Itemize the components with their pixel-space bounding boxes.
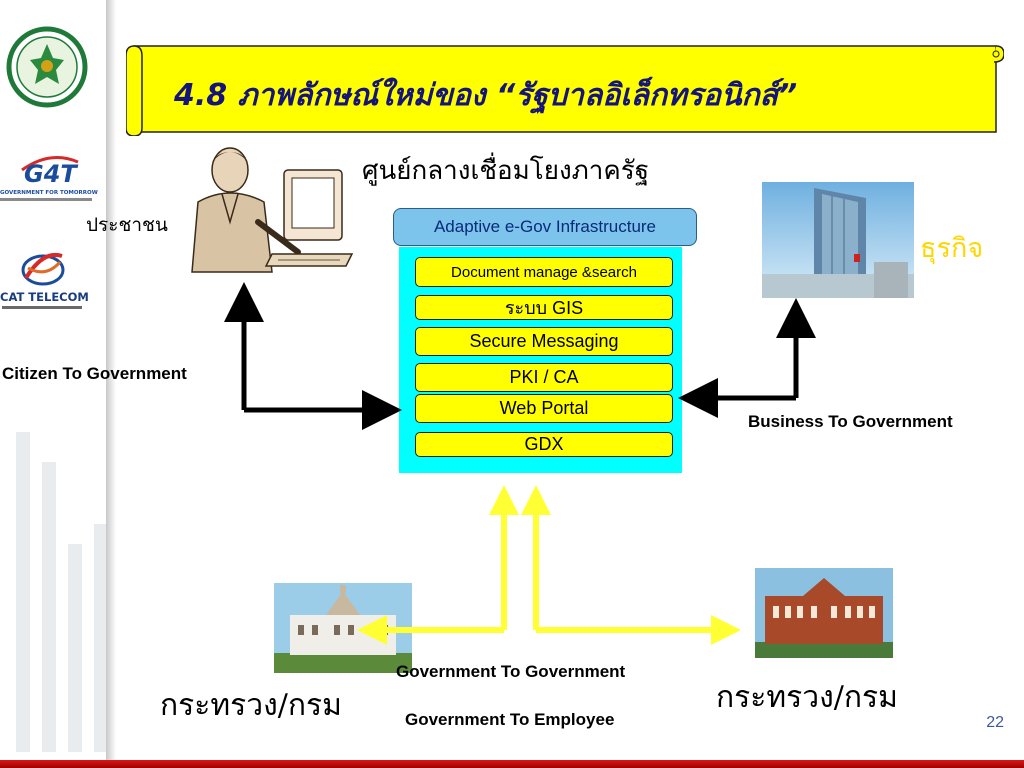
footer-stripe — [0, 760, 1024, 768]
infrastructure-header: Adaptive e-Gov Infrastructure — [393, 208, 697, 246]
g4t-tagline: GOVERNMENT FOR TOMORROW — [0, 190, 98, 196]
cat-telecom-logo: CAT TELECOM — [0, 248, 100, 318]
cat-logo-text: CAT TELECOM — [0, 290, 89, 304]
decorative-bar — [94, 524, 108, 752]
page-number: 22 — [986, 714, 1004, 731]
service-pki-ca: PKI / CA — [415, 363, 673, 392]
c2g-label: Citizen To Government — [2, 364, 187, 383]
g4t-logo: G4T GOVERNMENT FOR TOMORROW — [0, 150, 100, 210]
decorative-bar — [42, 462, 56, 752]
ministry-building-left-image — [274, 583, 412, 673]
cat-swirl-icon — [21, 253, 65, 286]
title-scroll-banner — [126, 45, 1004, 136]
g2g-label: Government To Government — [396, 662, 626, 681]
page-title: 4.8 ภาพลักษณ์ใหม่ของ “รัฐบาลอิเล็กทรอนิก… — [174, 78, 798, 113]
g4t-swoosh-icon — [21, 156, 79, 172]
g4t-logo-text: G4T — [24, 160, 77, 188]
b2g-label: Business To Government — [748, 412, 953, 431]
sidebar: G4T GOVERNMENT FOR TOMORROW CAT TELECOM — [0, 0, 108, 760]
g4t-thai-tagline — [0, 198, 92, 201]
ministry-left-label: กระทรวง/กรม — [160, 688, 342, 723]
service-document-search: Document manage &search — [415, 257, 673, 287]
sidebar-shadow — [106, 0, 116, 760]
cat-thai-tagline — [2, 306, 82, 309]
center-title: ศูนย์กลางเชื่อมโยงภาครัฐ — [362, 156, 650, 186]
ministry-right-label: กระทรวง/กรม — [716, 680, 898, 715]
decorative-bar — [16, 432, 30, 752]
citizen-computer-user-image — [191, 147, 354, 273]
decorative-bar — [68, 544, 82, 752]
service-gdx: GDX — [415, 432, 673, 457]
service-secure-messaging: Secure Messaging — [415, 327, 673, 356]
business-building-image — [762, 182, 914, 298]
citizen-label: ประชาชน — [86, 214, 168, 236]
service-gis: ระบบ GIS — [415, 295, 673, 320]
ministry-building-right-image — [755, 568, 893, 658]
business-label: ธุรกิจ — [920, 233, 984, 264]
service-web-portal: Web Portal — [415, 394, 673, 423]
government-emblem-logo — [6, 26, 88, 108]
g2e-label: Government To Employee — [405, 710, 615, 729]
